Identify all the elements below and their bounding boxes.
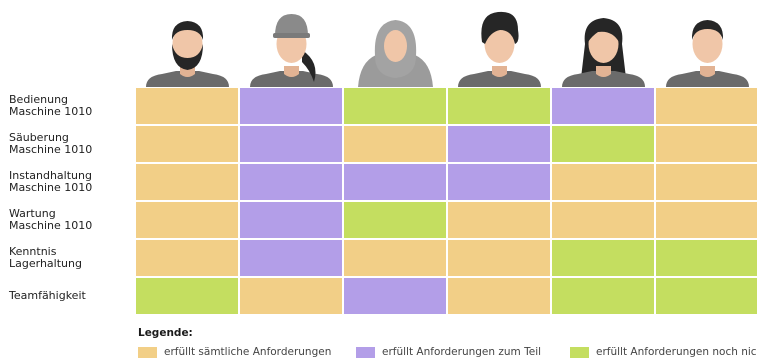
legend-label: erfüllt Anforderungen zum Teil [382, 346, 542, 358]
legend-item-full: erfüllt sämtliche Anforderungen [138, 346, 331, 358]
grid-cell [552, 240, 654, 276]
grid-cell [552, 126, 654, 162]
grid-cell [448, 164, 550, 200]
grid-cell [656, 240, 757, 276]
grid-cell [136, 240, 238, 276]
grid-cell [344, 202, 446, 238]
grid-cell [552, 88, 654, 124]
row-label: Bedienung Maschine 1010 [9, 92, 93, 118]
grid-cell [552, 278, 654, 314]
grid-cell [240, 126, 342, 162]
person-4-icon [448, 0, 551, 87]
legend-label: erfüllt Anforderungen noch nicht [596, 346, 757, 358]
row-label: Wartung Maschine 1010 [9, 206, 93, 232]
grid-cell [136, 278, 238, 314]
grid-cell [240, 202, 342, 238]
person-6-icon [656, 0, 757, 87]
grid-cell [656, 202, 757, 238]
grid-cell [344, 240, 446, 276]
people-row [136, 0, 757, 87]
grid-cell [656, 278, 757, 314]
row-label: Teamfähigkeit [9, 288, 86, 302]
row-label: Säuberung Maschine 1010 [9, 130, 93, 156]
grid-cell [448, 240, 550, 276]
grid-cell [240, 240, 342, 276]
grid-cell [344, 88, 446, 124]
person-5-icon [552, 0, 655, 87]
grid-cell [552, 202, 654, 238]
legend-label: erfüllt sämtliche Anforderungen [164, 346, 332, 358]
grid-cell [240, 278, 342, 314]
legend-swatch [570, 346, 589, 358]
person-3-icon [344, 0, 447, 87]
person-1-icon [136, 0, 239, 87]
grid-cell [344, 164, 446, 200]
grid-cell [656, 88, 757, 124]
grid-cell [136, 202, 238, 238]
grid-cell [136, 126, 238, 162]
grid-cell [240, 164, 342, 200]
legend-swatch [138, 346, 157, 358]
legend-item-none: erfüllt Anforderungen noch nicht [570, 346, 757, 358]
grid-cell [240, 88, 342, 124]
grid-cell [448, 126, 550, 162]
grid-cell [656, 164, 757, 200]
legend-item-partial: erfüllt Anforderungen zum Teil [356, 346, 541, 358]
grid-cell [448, 88, 550, 124]
row-label: Kenntnis Lagerhaltung [9, 244, 82, 270]
legend-title: Legende: [138, 327, 193, 339]
grid-cell [552, 164, 654, 200]
grid-cell [656, 126, 757, 162]
grid-cell [448, 202, 550, 238]
grid-cell [136, 88, 238, 124]
person-2-icon [240, 0, 343, 87]
grid-cell [448, 278, 550, 314]
row-label: Instandhaltung Maschine 1010 [9, 168, 93, 194]
legend-swatch [356, 346, 375, 358]
competency-grid [136, 88, 757, 316]
grid-cell [344, 126, 446, 162]
grid-cell [136, 164, 238, 200]
grid-cell [344, 278, 446, 314]
